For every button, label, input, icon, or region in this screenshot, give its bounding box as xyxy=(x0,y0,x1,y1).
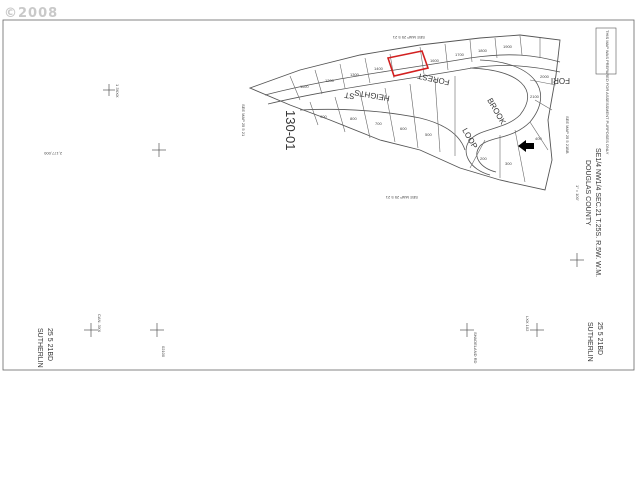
svg-text:1400: 1400 xyxy=(374,66,384,71)
margin-left-coord: 2,177,000 xyxy=(43,151,62,156)
subject-parcel-highlight xyxy=(386,50,430,77)
street-heights: HEIGHTS xyxy=(354,88,391,103)
street-forest: FOREST xyxy=(417,71,451,87)
svg-text:2000: 2000 xyxy=(540,74,550,79)
svg-text:900: 900 xyxy=(320,114,327,119)
brook-road-line-1 xyxy=(465,67,529,176)
svg-text:500: 500 xyxy=(425,132,432,137)
map-number: 130-01 xyxy=(283,110,298,150)
margin-bottom-num: 02100 xyxy=(161,346,166,358)
street-forest-end: FORI xyxy=(551,76,570,85)
margin-left-side: CAN. 3XX xyxy=(97,314,102,333)
svg-text:1600: 1600 xyxy=(430,58,440,63)
svg-text:700: 700 xyxy=(375,121,382,126)
see-map-top: SEE MAP 25 5 21 xyxy=(392,35,425,40)
svg-text:2100: 2100 xyxy=(530,94,540,99)
heights-road-line xyxy=(299,108,466,151)
notice-box xyxy=(595,27,617,75)
svg-text:200: 200 xyxy=(480,156,487,161)
map-ref-left-top: 25 5 21BD xyxy=(46,328,53,361)
copyright-watermark: ©2008 xyxy=(4,6,59,21)
svg-text:1100: 1100 xyxy=(300,84,309,89)
svg-text:800: 800 xyxy=(350,116,357,121)
north-arrow-icon xyxy=(518,140,534,152)
svg-text:1900: 1900 xyxy=(503,44,513,49)
margin-right-num: LXX 102 xyxy=(525,316,530,332)
street-st: ST xyxy=(344,90,356,101)
forest-road-line-1 xyxy=(264,54,561,96)
parcel-boundary xyxy=(248,34,561,191)
see-map-left: SEE MAP 25 5 21 xyxy=(241,104,246,137)
title-line2: DOUGLAS COUNTY xyxy=(584,160,591,226)
street-brook: BROOK xyxy=(485,97,508,127)
see-map-right: SEE MAP 25 5 21BB xyxy=(565,116,570,154)
map-ref-left-bottom: SUTHERLIN xyxy=(36,328,43,368)
map-frame xyxy=(2,19,635,371)
svg-text:300: 300 xyxy=(505,161,512,166)
svg-text:1300: 1300 xyxy=(350,72,360,77)
map-ref-right-bottom: SUTHERLIN xyxy=(586,322,593,362)
svg-text:1700: 1700 xyxy=(455,52,465,57)
svg-text:1200: 1200 xyxy=(325,78,335,83)
survey-crosshairs xyxy=(84,84,584,337)
street-loop: LOOP xyxy=(460,127,479,151)
brook-road-line-2 xyxy=(476,59,541,173)
title-line1: SE1/4 NW1/4 SEC.21 T.25S. R.5W. W.M. xyxy=(594,148,601,277)
title-scale: 1" = 100' xyxy=(575,185,580,201)
map-ref-right-top: 25 5 21BD xyxy=(596,322,603,355)
see-map-bottom: SEE MAP 25 5 21 xyxy=(385,195,418,200)
svg-text:400: 400 xyxy=(535,136,542,141)
notice-text: THIS MAP WAS PREPARED FOR ASSESSMENT PUR… xyxy=(605,30,610,155)
svg-text:600: 600 xyxy=(400,126,407,131)
svg-text:1800: 1800 xyxy=(478,48,488,53)
margin-right-street: SHADELAND RD xyxy=(473,332,478,363)
margin-left-label: 1 3XXX xyxy=(115,84,120,98)
forest-road-line-2 xyxy=(267,65,561,105)
lot-numbers: 1100 1200 1300 1400 1600 1700 1800 1900 900 80… xyxy=(300,44,550,166)
